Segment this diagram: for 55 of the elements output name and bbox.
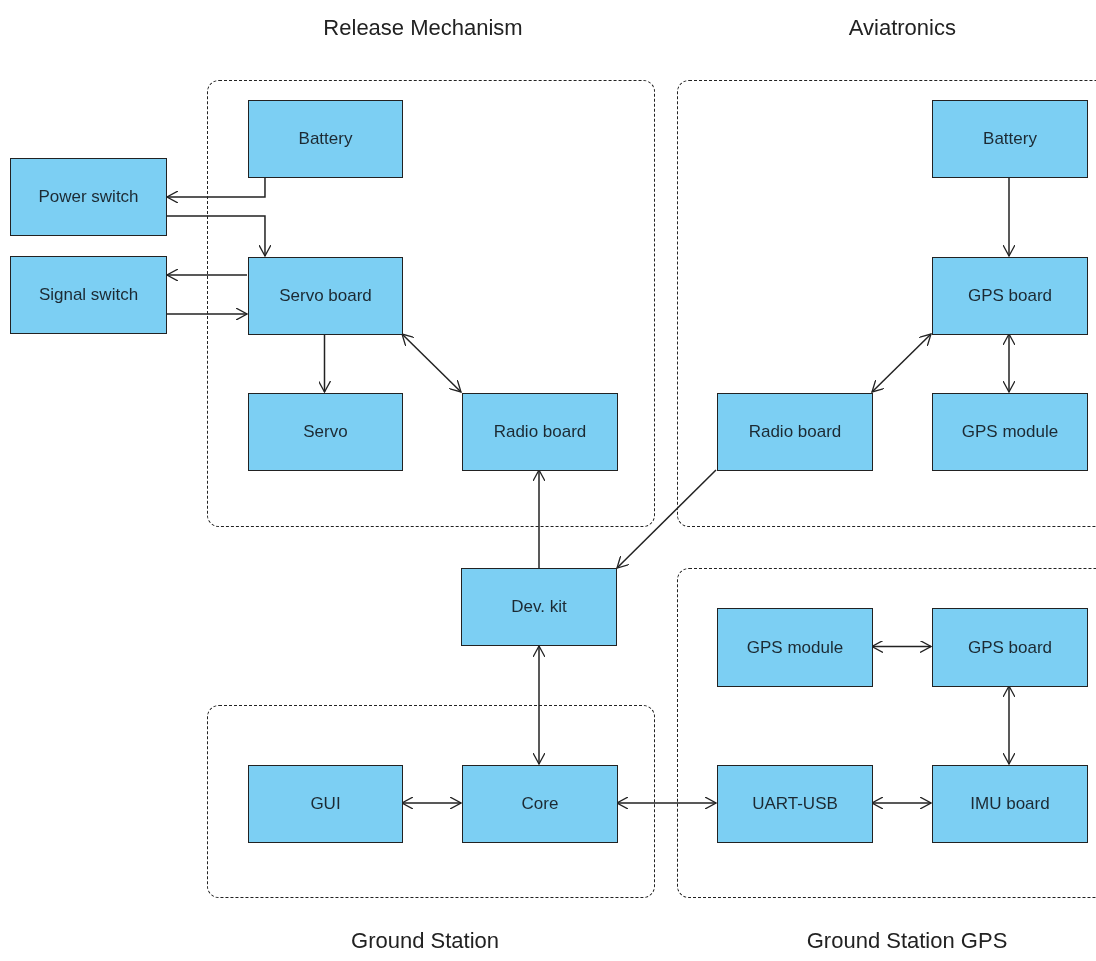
group-title: Aviatronics (848, 14, 956, 42)
arrow (871, 333, 932, 393)
box-label: Dev. kit (511, 596, 567, 619)
arrow (166, 176, 266, 204)
box-label: GPS module (746, 636, 844, 659)
group-title: Release Mechanism (323, 14, 523, 42)
box-label: GPS board (967, 636, 1053, 659)
box-label: Battery (298, 128, 353, 151)
box-label: Radio board (748, 421, 842, 444)
component-box (248, 100, 403, 178)
box-label: Servo (303, 421, 348, 444)
component-box (248, 393, 403, 471)
arrow (1002, 685, 1016, 765)
arrow (166, 268, 248, 282)
arrow (871, 639, 932, 654)
arrow (616, 796, 717, 810)
component-box (932, 608, 1088, 687)
arrow (1002, 333, 1016, 393)
component-box (717, 765, 873, 843)
box-label: Power switch (38, 186, 139, 209)
box-label: GPS module (961, 421, 1059, 444)
arrow (532, 645, 546, 765)
component-box (462, 765, 618, 843)
box-label: IMU board (970, 793, 1050, 816)
component-box (932, 100, 1088, 178)
component-box (932, 765, 1088, 843)
group-title: Ground Station (351, 927, 500, 955)
component-box (462, 393, 618, 471)
box-label: GUI (310, 793, 341, 816)
component-box (248, 765, 403, 843)
group-title: Ground Station GPS (806, 927, 1008, 955)
box-label: Servo board (279, 285, 372, 308)
box-label: GPS board (967, 285, 1053, 308)
component-box (932, 257, 1088, 335)
arrow (401, 796, 462, 810)
arrow (401, 333, 462, 393)
component-box (248, 257, 403, 335)
component-box (10, 158, 167, 236)
box-label: Core (521, 793, 559, 816)
component-box (717, 393, 873, 471)
arrow (616, 469, 717, 569)
component-box (461, 568, 617, 646)
arrow (317, 333, 332, 393)
arrow (1002, 176, 1016, 257)
component-box (932, 393, 1088, 471)
arrow (871, 796, 932, 810)
arrow (166, 307, 248, 321)
arrow (532, 469, 546, 569)
box-label: Battery (983, 128, 1037, 151)
box-label: Radio board (493, 421, 587, 444)
box-label: UART-USB (752, 793, 838, 816)
arrow (166, 215, 272, 257)
box-label: Signal switch (38, 284, 139, 307)
component-box (717, 608, 873, 687)
component-box (10, 256, 167, 334)
